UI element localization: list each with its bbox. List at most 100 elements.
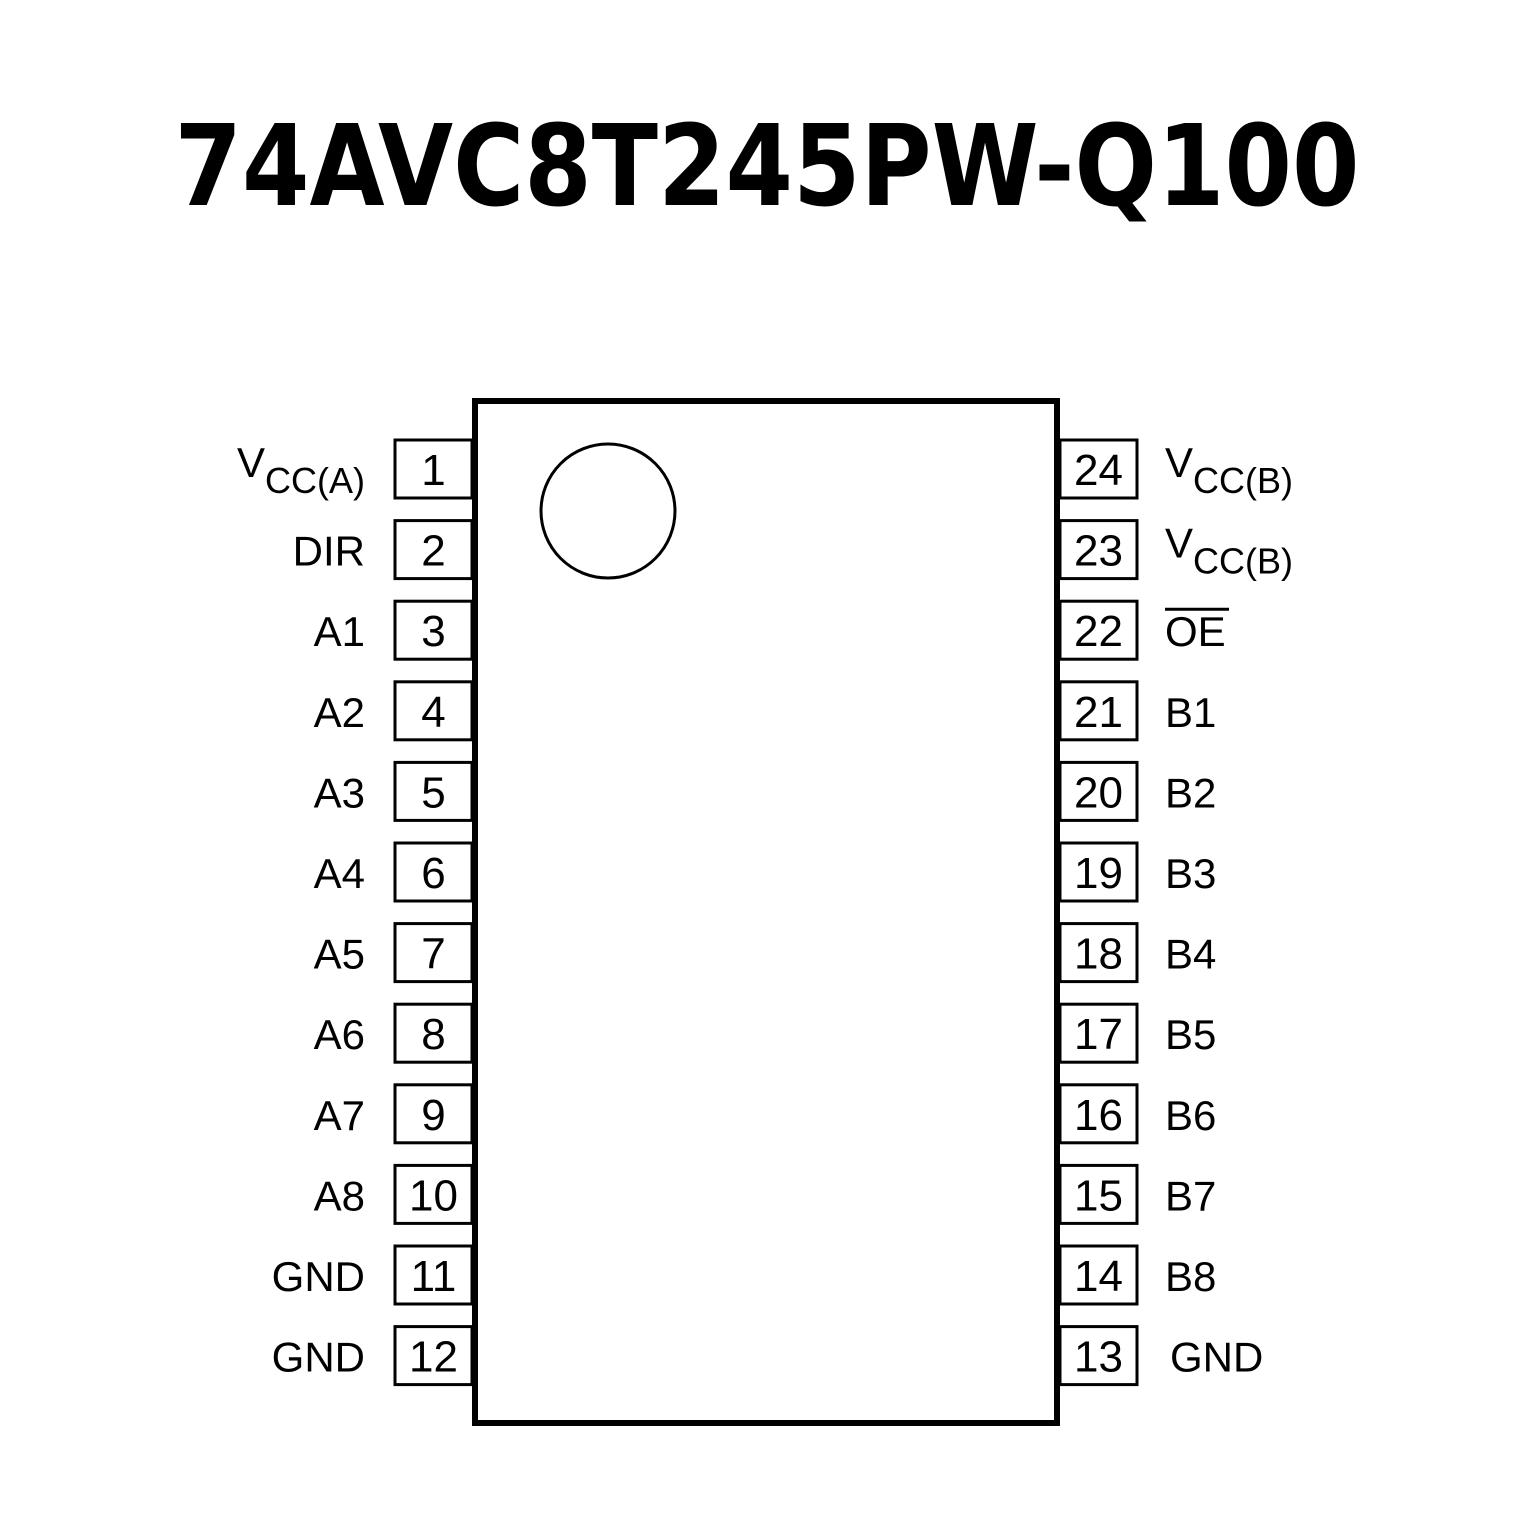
pin-number: 17	[1074, 1010, 1123, 1059]
pin-number: 4	[421, 688, 445, 737]
pin-number: 23	[1074, 527, 1123, 576]
pin-label-main: A3	[314, 769, 365, 816]
pin-label-main: A6	[314, 1011, 365, 1058]
pin-box	[1058, 841, 1139, 903]
pin-label-main: OE	[1165, 608, 1226, 655]
pin-number: 1	[421, 446, 445, 495]
pin-number: 19	[1074, 849, 1123, 898]
pin-label-main: A8	[314, 1172, 365, 1219]
pin-6: 6A4	[314, 841, 474, 903]
pin-number: 9	[421, 1091, 445, 1140]
pins: 1VCC(A)2DIR3A14A25A36A47A58A69A710A811GN…	[237, 438, 1293, 1387]
pin-label-main: B7	[1165, 1172, 1216, 1219]
pin-4: 4 A2	[314, 680, 474, 742]
pin-label: DIR	[293, 528, 365, 575]
pin-label: B1	[1165, 689, 1216, 736]
pin-label: B6	[1165, 1092, 1216, 1139]
pin-21: 21 B1	[1058, 680, 1216, 742]
pin-label: A5	[314, 931, 365, 978]
pin-label-main: A1	[314, 608, 365, 655]
pin-box	[1058, 922, 1139, 984]
pin-label: A6	[314, 1011, 365, 1058]
pin-13: 13 GND	[1058, 1325, 1263, 1387]
pin-5: 5 A3	[314, 760, 474, 822]
pin-box	[1058, 1244, 1139, 1306]
pin-1: 1 VCC(A)	[237, 438, 474, 501]
pin-18: 18 B4	[1058, 922, 1216, 984]
pin-box	[1058, 1002, 1139, 1064]
pin-number: 18	[1074, 930, 1123, 979]
pin-label: OE	[1165, 608, 1226, 655]
pin-box	[393, 1083, 474, 1145]
pin-label-main: GND	[1170, 1334, 1263, 1381]
pin-box	[393, 519, 474, 581]
pin-label: B5	[1165, 1011, 1216, 1058]
pin-number: 10	[409, 1171, 458, 1220]
pin-box	[1058, 1163, 1139, 1225]
pin-label-main: B5	[1165, 1011, 1216, 1058]
pin-label-main: V	[1165, 439, 1193, 486]
pin-box	[393, 599, 474, 661]
pin-8: 8A6	[314, 1002, 474, 1064]
pin-number: 16	[1074, 1091, 1123, 1140]
pin-label-main: A4	[314, 850, 365, 897]
pin1-indicator-dot	[539, 442, 677, 580]
pin-number: 15	[1074, 1171, 1123, 1220]
pin-box	[393, 438, 474, 500]
pin-16: 16 B6	[1058, 1083, 1216, 1145]
pin-label: A1	[314, 608, 365, 655]
pin-box	[393, 1002, 474, 1064]
pin-label: A2	[314, 689, 365, 736]
pin-label-main: A7	[314, 1092, 365, 1139]
pin-label: A3	[314, 769, 365, 816]
pin-number: 5	[421, 768, 445, 817]
pin-label-main: V	[237, 439, 265, 486]
pin-box	[1058, 599, 1139, 661]
pin-label-subscript: CC(B)	[1193, 460, 1293, 501]
pin-label: B7	[1165, 1172, 1216, 1219]
pin-label-main: B6	[1165, 1092, 1216, 1139]
pin-box	[1058, 1325, 1139, 1387]
pin-box	[1058, 1083, 1139, 1145]
pin-label: VCC(B)	[1165, 439, 1293, 501]
pin-label-main: DIR	[293, 528, 365, 575]
pin-7: 7A5	[314, 922, 474, 984]
pin-label: A8	[314, 1172, 365, 1219]
pin-label: B4	[1165, 931, 1216, 978]
pin-number: 14	[1074, 1252, 1123, 1301]
pin-number: 3	[421, 607, 445, 656]
pin-19: 19 B3	[1058, 841, 1216, 903]
pin-label: VCC(A)	[237, 439, 365, 501]
pin-box	[1058, 438, 1139, 500]
pin-box	[393, 680, 474, 742]
pin-number: 21	[1074, 688, 1123, 737]
chip-body	[472, 398, 1060, 1426]
pin-label: GND	[1170, 1334, 1263, 1381]
pin-label-subscript: CC(B)	[1193, 541, 1293, 582]
pin-label: A7	[314, 1092, 365, 1139]
pin-3: 3 A1	[314, 599, 474, 661]
pin-box	[393, 841, 474, 903]
pin-box	[1058, 760, 1139, 822]
pin-label: B2	[1165, 769, 1216, 816]
pin-box	[393, 760, 474, 822]
pin-box	[393, 1325, 474, 1387]
pin-box	[393, 1244, 474, 1306]
pin-label-main: B2	[1165, 769, 1216, 816]
pin-15: 15 B7	[1058, 1163, 1216, 1225]
pin-label: GND	[272, 1253, 365, 1300]
pin-box	[1058, 680, 1139, 742]
pin-20: 20 B2	[1058, 760, 1216, 822]
pin-number: 20	[1074, 768, 1123, 817]
pin-label: GND	[272, 1334, 365, 1381]
pin-number: 13	[1074, 1333, 1123, 1382]
pin-label-main: GND	[272, 1253, 365, 1300]
pin-label: A4	[314, 850, 365, 897]
pin-label-main: B3	[1165, 850, 1216, 897]
